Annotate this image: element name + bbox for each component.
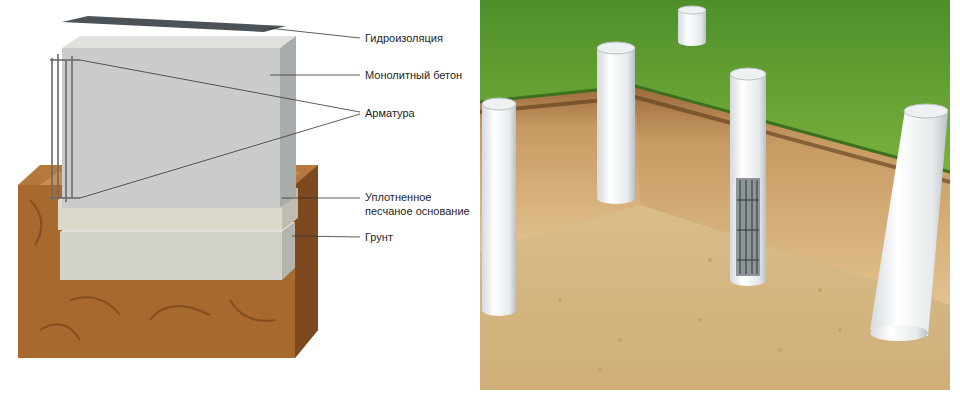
- pile-foundation: [480, 0, 950, 390]
- strip-foundation: [18, 16, 360, 358]
- part-label: Арматура: [364, 106, 416, 120]
- part-label: Грунт: [364, 230, 394, 244]
- part-label: Монолитный бетон: [364, 68, 463, 82]
- part-label: Гидроизоляция: [364, 31, 444, 45]
- part-label: Уплотненное песчаное основание: [364, 190, 480, 218]
